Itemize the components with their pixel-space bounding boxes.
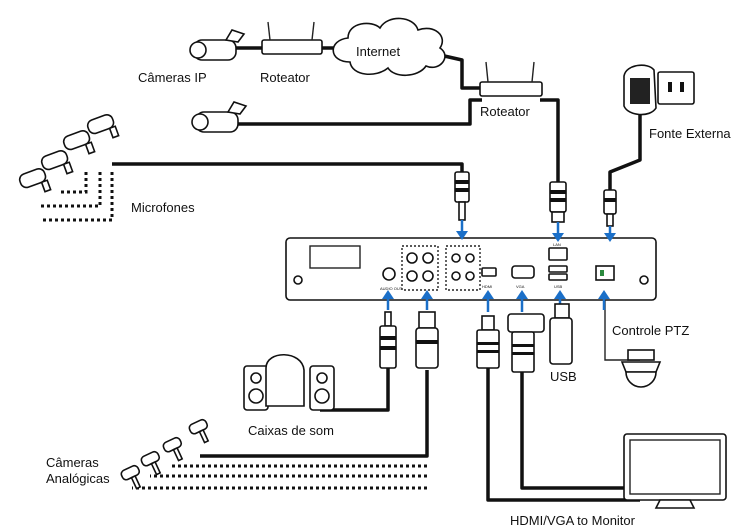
audio-rca-plug [379, 311, 397, 369]
cable-mic-dotted-1 [40, 172, 114, 222]
microphones-label: Microfones [131, 200, 195, 215]
cable-analog-camera-1 [200, 370, 429, 458]
arrow-bnc [421, 290, 433, 310]
dvr-unit: AUDIO OUT HDMI VGA LAN USB [285, 237, 657, 301]
hdmi-plug [476, 315, 500, 369]
router-right-label: Roteator [480, 104, 531, 119]
cable-vga [520, 372, 628, 490]
router-left: Roteator [260, 21, 323, 85]
lan-plug [549, 181, 567, 223]
cable-ip-camera-2 [238, 98, 482, 126]
cable-mic-dotted-3 [60, 172, 88, 194]
cable-audio [320, 368, 390, 412]
arrow-audio-out [382, 290, 394, 310]
arrow-lan-in [552, 222, 564, 242]
cable-router-lan [540, 98, 560, 182]
cable-hdmi [486, 368, 640, 502]
port-vga-label: VGA [516, 284, 525, 289]
power-adapter [623, 64, 695, 116]
router-right: Roteator [479, 61, 543, 119]
mic-rca-plug [454, 171, 470, 221]
monitor-label: HDMI/VGA to Monitor [510, 513, 636, 528]
usb-drive [549, 303, 573, 365]
ip-camera-2 [191, 101, 248, 133]
port-hdmi-label: HDMI [482, 284, 492, 289]
cable-power [608, 110, 642, 190]
internet-label: Internet [356, 44, 400, 59]
port-audio-out-label: AUDIO OUT [380, 286, 403, 291]
arrow-hdmi [482, 290, 494, 312]
bnc-plug [415, 311, 439, 369]
speakers [243, 354, 335, 411]
arrow-vga [516, 290, 528, 312]
cable-microphone [112, 162, 464, 172]
cable-mic-dotted-2 [40, 172, 102, 208]
arrow-ptz [598, 290, 610, 310]
external-power-label: Fonte Externa [649, 126, 731, 141]
ip-camera-1 [189, 29, 246, 61]
analog-cameras-label-line2: Analógicas [46, 471, 110, 486]
vga-plug [507, 313, 545, 373]
speakers-label: Caixas de som [248, 423, 334, 438]
ptz-camera [620, 349, 662, 388]
analog-cameras-label-line1: Câmeras [46, 455, 99, 470]
arrow-mic-in [456, 220, 468, 240]
analog-cameras [120, 418, 210, 490]
dc-plug [603, 189, 617, 227]
router-left-label: Roteator [260, 70, 311, 85]
arrow-power-in [604, 226, 616, 242]
port-lan-label: LAN [553, 242, 561, 247]
microphones [18, 113, 120, 193]
port-usb-label: USB [554, 284, 563, 289]
internet-cloud: Internet [332, 17, 446, 77]
ip-cameras-label: Câmeras IP [138, 70, 207, 85]
monitor [623, 433, 727, 509]
usb-label: USB [550, 369, 577, 384]
ptz-control-label: Controle PTZ [612, 323, 689, 338]
cable-internet-router [439, 53, 482, 90]
